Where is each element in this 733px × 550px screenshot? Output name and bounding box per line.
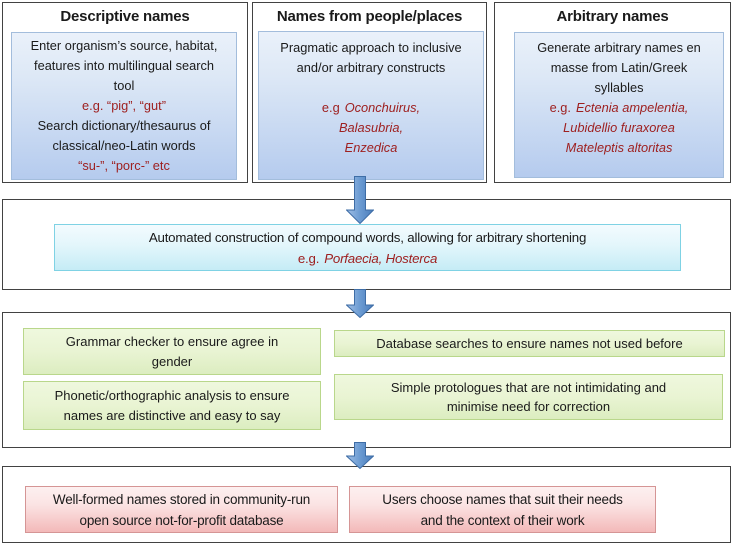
panel-arbitrary-names: Arbitrary names Generate arbitrary names… — [494, 2, 731, 183]
example-text-line: Balasubria, — [338, 120, 404, 135]
text-line: Simple protologues that are not intimida… — [390, 379, 667, 415]
text-line: features into multilingual search — [34, 58, 214, 73]
eg-prefix: e.g — [321, 100, 340, 115]
down-arrow-icon-2 — [346, 289, 374, 318]
text-line: Enter organism’s source, habitat, — [30, 38, 218, 53]
eg-prefix: e.g. — [549, 100, 571, 115]
example-text-line: e.g. Ectenia ampelentia, — [515, 98, 723, 118]
text-line: Well-formed names stored in community-ru… — [52, 491, 311, 528]
panel-descriptive-names: Descriptive names Enter organism’s sourc… — [2, 2, 248, 183]
user-choice-box: Users choose names that suit their needs… — [349, 486, 656, 533]
text-line: Automated construction of compound words… — [148, 230, 587, 245]
database-search-box: Database searches to ensure names not us… — [334, 330, 725, 357]
text-line: masse from Latin/Greek — [550, 60, 688, 75]
down-arrow-icon-3 — [346, 442, 374, 469]
panel-names-from-people-places: Names from people/places Pragmatic appro… — [252, 2, 487, 183]
panel-title: Descriptive names — [60, 8, 190, 25]
protologue-box: Simple protologues that are not intimida… — [334, 374, 723, 420]
example-text-line: e.g. “pig”, “gut” — [82, 98, 166, 113]
blank-line — [259, 78, 483, 98]
descriptive-names-detail-box: Enter organism’s source, habitat, featur… — [11, 32, 237, 180]
text-line: Pragmatic approach to inclusive — [280, 40, 462, 55]
text-line: Database searches to ensure names not us… — [376, 335, 683, 351]
text-line: Users choose names that suit their needs… — [382, 491, 623, 528]
down-arrow-icon-1 — [346, 176, 374, 224]
arbitrary-names-detail-box: Generate arbitrary names en masse from L… — [514, 32, 724, 178]
text-line: Phonetic/orthographic analysis to ensure… — [54, 388, 290, 423]
example-name: Ectenia ampelentia, — [575, 100, 689, 115]
text-line: syllables — [594, 80, 644, 95]
text-line: classical/neo-Latin words — [52, 138, 196, 153]
panel-title: Names from people/places — [276, 8, 463, 25]
text-line: Generate arbitrary names en — [537, 40, 701, 55]
text-line: Search dictionary/thesaurus of — [37, 118, 211, 133]
people-places-detail-box: Pragmatic approach to inclusive and/or a… — [258, 31, 484, 180]
example-text-line: e.g Oconchuirus, — [259, 98, 483, 118]
compound-construction-box: Automated construction of compound words… — [54, 224, 681, 271]
stage-quality-checks: Grammar checker to ensure agree in gende… — [2, 312, 731, 448]
text-line: Grammar checker to ensure agree in gende… — [65, 334, 279, 369]
example-name: Porfaecia, Hosterca — [324, 251, 438, 266]
example-text-line: Lubidellio furaxorea — [563, 120, 675, 135]
text-line: tool — [113, 78, 135, 93]
phonetic-analysis-box: Phonetic/orthographic analysis to ensure… — [23, 381, 321, 430]
text-line: and/or arbitrary constructs — [296, 60, 446, 75]
example-text-line: Mateleptis altoritas — [565, 140, 673, 155]
example-text-line: Enzedica — [344, 140, 398, 155]
example-name: Oconchuirus, — [344, 100, 421, 115]
eg-prefix: e.g. — [297, 251, 320, 266]
stored-names-box: Well-formed names stored in community-ru… — [25, 486, 338, 533]
grammar-checker-box: Grammar checker to ensure agree in gende… — [23, 328, 321, 375]
example-text-line: “su-”, “porc-” etc — [78, 158, 170, 173]
stage-outputs: Well-formed names stored in community-ru… — [2, 466, 731, 543]
panel-title: Arbitrary names — [556, 8, 669, 25]
example-text-line: e.g. Porfaecia, Hosterca — [55, 248, 680, 269]
